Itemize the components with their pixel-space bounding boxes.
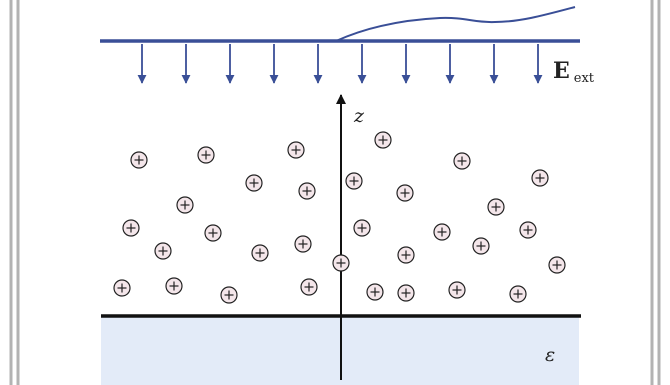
cation-icon [433,223,451,241]
cation-icon [300,278,318,296]
cation-icon [397,284,415,302]
cation-icon [345,172,363,190]
cation-icon [294,235,312,253]
cation-icon [531,169,549,187]
cation-icon [448,281,466,299]
cation-icon [374,131,392,149]
cation-icon [122,219,140,237]
cation-icon [197,146,215,164]
ions [113,131,566,304]
cation-icon [298,182,316,200]
field-arrows [137,44,543,84]
cation-icon [472,237,490,255]
cation-icon [176,196,194,214]
cation-icon [353,219,371,237]
cation-icon [287,141,305,159]
cation-icon [366,283,384,301]
cation-icon [204,224,222,242]
cation-icon [453,152,471,170]
z-axis-label: z [353,105,365,127]
cation-icon [396,184,414,202]
cation-icon [548,256,566,274]
cation-icon [113,279,131,297]
cation-icon [130,151,148,169]
cation-icon [165,277,183,295]
field-label: E ext [553,58,595,86]
dielectric-label: ε [545,344,555,366]
cation-icon [519,221,537,239]
cation-icon [245,174,263,192]
cation-icon [332,254,350,272]
cation-icon [397,246,415,264]
left-wall [9,0,20,385]
cation-icon [154,242,172,260]
field-symbol: E [553,58,570,84]
field-profile-curve [335,6,576,42]
field-subscript: ext [574,71,595,86]
cation-icon [487,198,505,216]
cation-icon [509,285,527,303]
right-wall [650,0,661,385]
cation-icon [251,244,269,262]
cation-icon [220,286,238,304]
